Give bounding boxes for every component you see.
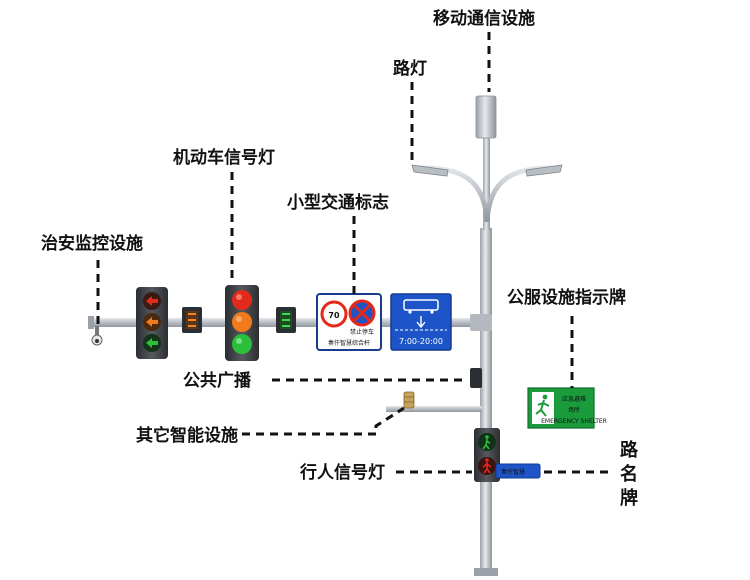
bus-icon <box>403 299 439 311</box>
public-service-sign: 应急避难 场所 EMERGENCY SHELTER <box>527 387 607 429</box>
bus-lane-time: 7:00-20:00 <box>399 337 443 346</box>
label-road-name-3: 牌 <box>620 487 638 509</box>
speed-limit-sign <box>320 300 348 328</box>
label-broadcast: 公共广播 <box>183 370 252 391</box>
arrow-left-icon <box>146 317 158 327</box>
security-camera-icon <box>91 326 103 346</box>
running-man-icon <box>535 394 550 417</box>
vehicle-signal-arrows <box>136 287 168 359</box>
sensor-icon <box>403 391 415 409</box>
label-small-sign: 小型交通标志 <box>287 192 389 213</box>
pedestrian-walk-icon <box>482 435 491 450</box>
label-other-smart: 其它智能设施 <box>136 425 238 446</box>
arrow-down-icon <box>416 316 426 329</box>
road-plate-text: 奏仟智慧 <box>501 468 525 476</box>
bus-lane-sign: 7:00-20:00 <box>390 293 452 351</box>
brand-plate-text: 奏仟智慧综合杆 <box>328 339 370 347</box>
leader-lines <box>96 32 612 474</box>
label-security: 治安监控设施 <box>41 233 143 254</box>
speaker-icon <box>470 368 482 388</box>
label-road-name-1: 路 <box>620 439 639 461</box>
label-streetlight: 路灯 <box>393 58 427 79</box>
streetlight-icon <box>411 164 563 223</box>
countdown-display <box>276 307 296 333</box>
road-name-plate: 奏仟智慧 <box>495 463 541 479</box>
label-road-name-2: 名 <box>620 463 638 485</box>
vehicle-signal-round <box>225 285 259 361</box>
arrow-left-icon <box>146 338 158 348</box>
pedestrian-stop-icon <box>482 458 492 474</box>
emergency-en: EMERGENCY SHELTER <box>541 418 607 425</box>
no-parking-text: 禁止停车 <box>350 328 374 336</box>
pedestrian-signal <box>474 428 500 482</box>
label-pedestrian-signal: 行人信号灯 <box>299 462 385 483</box>
label-vehicle-signal: 机动车信号灯 <box>173 147 275 168</box>
label-mobile: 移动通信设施 <box>433 8 535 29</box>
speed-limit-value: 70 <box>328 311 340 320</box>
lower-arm <box>386 406 482 412</box>
countdown-display <box>182 307 202 333</box>
antenna-icon <box>475 95 497 139</box>
label-public-service-sign: 公服设施指示牌 <box>507 287 626 308</box>
arrow-left-icon <box>146 296 158 306</box>
emergency-line1: 应急避难 <box>562 395 586 403</box>
emergency-line2: 场所 <box>568 406 580 414</box>
small-traffic-sign: 70 禁止停车 奏仟智慧综合杆 <box>316 293 382 351</box>
